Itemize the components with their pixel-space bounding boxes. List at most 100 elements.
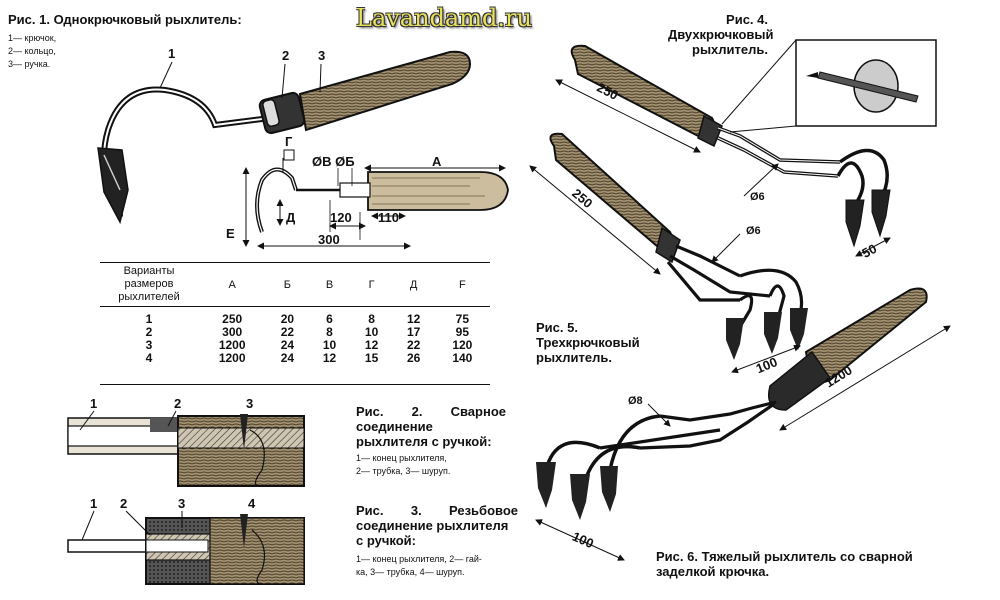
fig1-legend: 1— крючок, 2— кольцо, 3— ручка.: [8, 32, 56, 71]
table-row: 3 1200 24 10 12 22 120: [100, 339, 490, 352]
dim-label: 100: [754, 354, 780, 376]
table-header-cell: Варианты размеров рыхлителей: [100, 262, 198, 307]
callout-label: 4: [248, 496, 256, 511]
callout-label: 3: [178, 496, 185, 511]
table-cell: 1200: [218, 338, 246, 352]
dim-label: Г: [285, 134, 293, 149]
callout-label: 2: [282, 48, 289, 63]
fig2-legend-item: 1— конец рыхлителя,: [356, 453, 447, 463]
fig2-caption-line: соединение: [356, 419, 433, 434]
table-cell: 75: [455, 312, 470, 326]
fig6-caption: Рис. 6. Тяжелый рыхлитель со сварной зад…: [656, 549, 913, 579]
table-cell: 12: [322, 351, 337, 365]
table-cell: 15: [364, 351, 379, 365]
table-cell: 26: [406, 351, 421, 365]
table-cell: 12: [406, 312, 421, 326]
watermark-logo: Lavandamd.ru: [356, 4, 532, 32]
fig2-caption-line: рыхлителя с ручкой:: [356, 434, 492, 449]
fig5-caption: Рис. 5. Трехкрючковый рыхлитель.: [536, 320, 640, 365]
fig5-caption-line: Трехкрючковый: [536, 335, 640, 350]
fig3-caption: Рис. 3. Резьбовое соединение рыхлителя с…: [356, 503, 518, 548]
fig3-legend: 1— конец рыхлителя, 2— гай- ка, 3— трубк…: [356, 553, 482, 579]
table-row: 1 250 20 6 8 12 75: [100, 307, 490, 327]
fig1-callouts: 1 2 3: [159, 46, 325, 99]
fig3-caption-line: с ручкой:: [356, 533, 416, 548]
table-cell: 10: [322, 338, 337, 352]
fig1-legend-item: 1— крючок,: [8, 33, 57, 43]
table-row: 4 1200 24 12 15 26 140: [100, 352, 490, 365]
table-cell: 24: [280, 351, 295, 365]
fig5-caption-line: рыхлитель.: [536, 350, 612, 365]
table-cell: 2: [145, 325, 153, 339]
dim-label: 50: [859, 241, 879, 261]
fig2-caption: Рис. 2. Сварное соединение рыхлителя с р…: [356, 404, 506, 449]
table-cell: 95: [455, 325, 470, 339]
fig1-dimension-labels: Г ØВ ØБ А Е Д 120 110 300: [226, 134, 442, 247]
dim-label: 100: [570, 529, 596, 552]
fig4-caption-line: Двухкрючковый: [668, 27, 774, 42]
fig3-legend-item: 1— конец рыхлителя, 2— гай-: [356, 554, 482, 564]
table-header-cell: F: [434, 262, 490, 307]
fig1-legend-item: 3— ручка.: [8, 59, 51, 69]
table-cell: 4: [145, 351, 153, 365]
table-cell: 8: [326, 325, 333, 339]
fig5-dimension-labels: 250 Ø6 100: [569, 186, 779, 377]
dim-label: А: [432, 154, 442, 169]
table-bottom-rule: [100, 384, 490, 385]
table-header-cell: А: [198, 262, 267, 307]
callout-label: 1: [90, 496, 97, 511]
table-cell: 3: [145, 338, 153, 352]
dim-label: Ø6: [746, 225, 761, 237]
fig2-callouts: 1 2 3: [79, 396, 253, 431]
table-header-cell: В: [308, 262, 351, 307]
fig5-tool-drawing: [529, 132, 808, 374]
table-cell: 22: [280, 325, 295, 339]
fig1-dimension-drawing: [242, 149, 509, 250]
table-cell: 10: [364, 325, 379, 339]
table-cell: 17: [406, 325, 421, 339]
dim-label: ØВ ØБ: [312, 154, 355, 169]
table-cell: 8: [368, 312, 375, 326]
table-header-cell: Д: [392, 262, 435, 307]
fig6-tool-drawing: [535, 287, 951, 561]
table-cell: 250: [222, 312, 243, 326]
table-cell: 22: [406, 338, 421, 352]
dim-label: Ø6: [750, 191, 765, 203]
fig6-caption-line: Рис. 6. Тяжелый рыхлитель со сварной: [656, 549, 913, 564]
fig2-section-drawing: [67, 414, 305, 487]
table-cell: 1200: [218, 351, 246, 365]
fig6-caption-line: заделкой крючка.: [656, 564, 770, 579]
callout-label: 1: [168, 46, 175, 61]
sizes-table: Варианты размеров рыхлителей А Б В Г Д F…: [100, 262, 490, 365]
fig3-section-drawing: [67, 514, 305, 585]
table-header-cell: Г: [350, 262, 393, 307]
callout-label: 1: [90, 396, 97, 411]
table-cell: 140: [452, 351, 473, 365]
table-cell: 12: [364, 338, 379, 352]
table-row: 2 300 22 8 10 17 95: [100, 326, 490, 339]
fig3-legend-item: ка, 3— трубка, 4— шуруп.: [356, 567, 465, 577]
dim-label: 110: [378, 210, 399, 225]
fig4-tool-drawing: [555, 39, 937, 257]
dim-label: Д: [286, 210, 296, 225]
fig2-legend: 1— конец рыхлителя, 2— трубка, 3— шуруп.: [356, 452, 450, 478]
callout-label: 3: [318, 48, 325, 63]
table-cell: 300: [222, 325, 243, 339]
fig2-legend-item: 2— трубка, 3— шуруп.: [356, 466, 451, 476]
fig4-caption: Рис. 4. Двухкрючковый рыхлитель.: [668, 12, 774, 57]
fig3-caption-line: Рис. 3. Резьбовое: [356, 503, 518, 518]
table-cell: 120: [452, 338, 473, 352]
table-cell: 1: [145, 312, 153, 326]
dim-label: 120: [330, 210, 352, 225]
dim-label: Ø8: [628, 395, 643, 407]
fig3-callouts: 1 2 3 4: [81, 496, 256, 541]
dim-label: 300: [318, 232, 340, 247]
fig1-tool-drawing: [97, 50, 472, 225]
table-cell: 20: [280, 312, 295, 326]
callout-label: 3: [246, 396, 253, 411]
fig3-caption-line: соединение рыхлителя: [356, 518, 509, 533]
table-cell: 24: [280, 338, 295, 352]
table-header-row: Варианты размеров рыхлителей А Б В Г Д F: [100, 262, 490, 307]
table-header-cell: Б: [266, 262, 309, 307]
